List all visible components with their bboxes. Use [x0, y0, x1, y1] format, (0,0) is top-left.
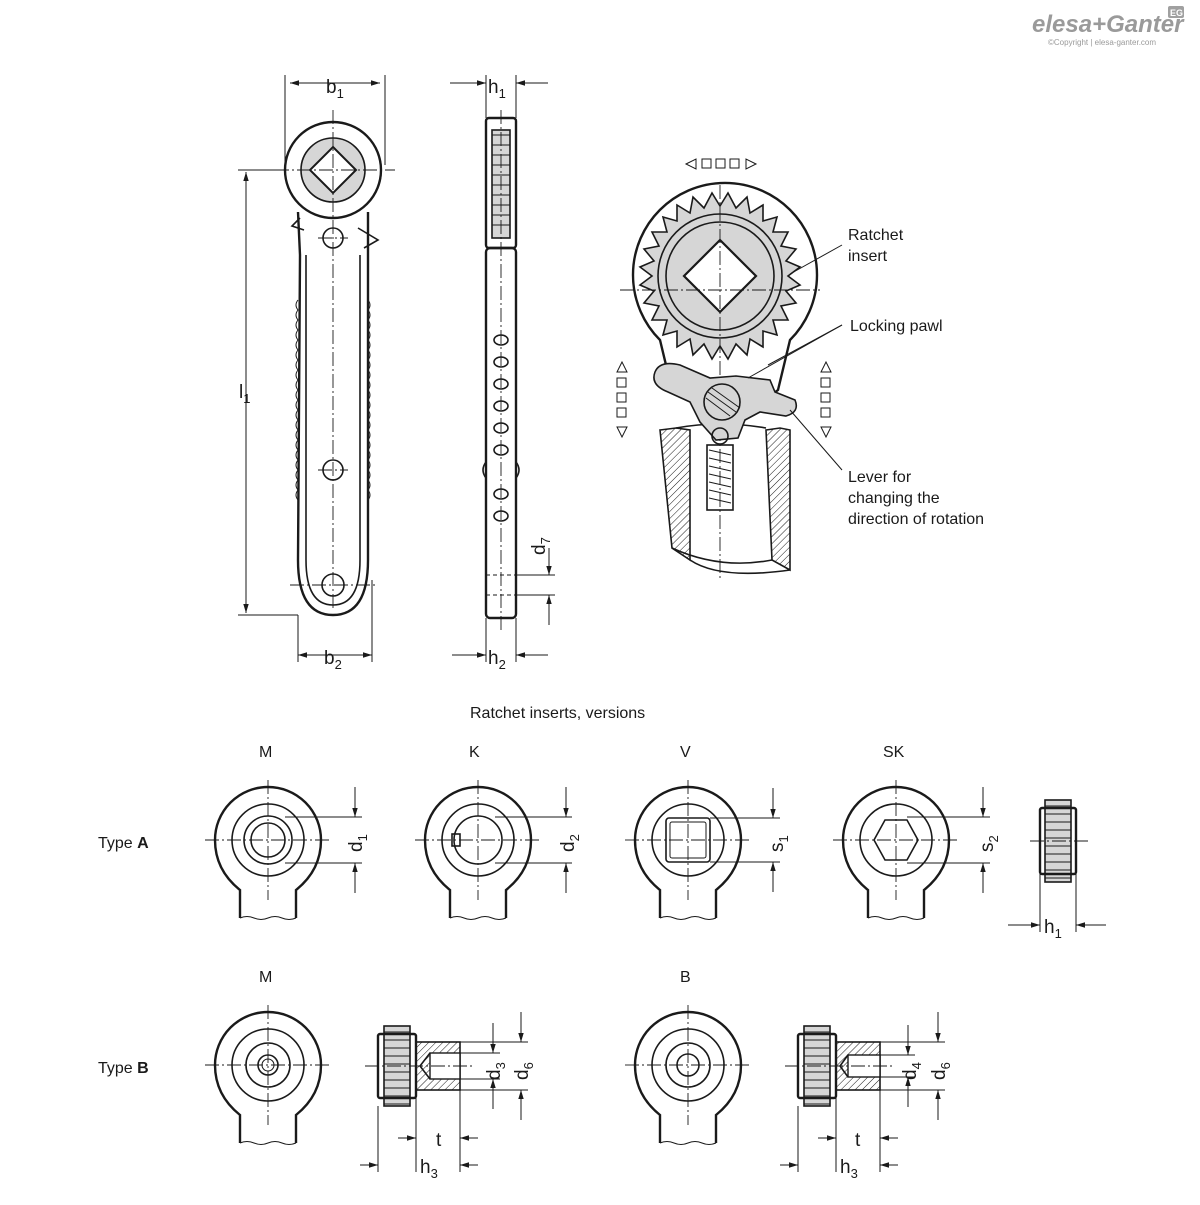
callout-lever: Lever for changing the direction of rota…: [848, 469, 984, 528]
type-b-row: Type B M B: [98, 969, 953, 1181]
dim-d7: d7: [529, 537, 553, 555]
insert-b-m: [205, 1005, 330, 1145]
version-label-k: K: [469, 744, 480, 761]
insert-a-v: s1: [625, 780, 791, 920]
dim-l1: l1: [239, 382, 250, 406]
dim-s2: s2: [977, 835, 1001, 852]
version-label-m: M: [259, 744, 272, 761]
wrench-front-view: b1 b2 l1: [238, 75, 395, 672]
rotation-arrow-top: [684, 158, 758, 170]
insert-b-b: [625, 1005, 750, 1145]
ratchet-detail-view: Ratchet insert Locking pawl Lever for ch…: [616, 158, 984, 580]
dim-b2: b2: [324, 648, 342, 672]
dim-h3-b: h3: [840, 1157, 858, 1181]
dim-d2: d2: [558, 834, 582, 852]
dim-h1-insert: h1: [1044, 917, 1062, 941]
insert-b-b-section: d4 d6 t h3: [780, 1012, 953, 1181]
insert-a-m: d1: [205, 780, 370, 920]
dim-d3: d3: [484, 1062, 508, 1080]
dim-h2: h2: [488, 648, 506, 672]
section-title: Ratchet inserts, versions: [470, 705, 645, 722]
version-label-sk: SK: [883, 744, 905, 761]
logo-badge: EG: [1170, 8, 1183, 18]
logo-badge-box: [1168, 6, 1184, 18]
type-a-label: Type A: [98, 835, 149, 852]
insert-b-m-section: d3 d6 t h3: [360, 1012, 536, 1181]
type-a-row: Type A M K V SK d1: [98, 744, 1106, 941]
dim-s1: s1: [767, 835, 791, 852]
rotation-arrow-left: [616, 360, 628, 439]
rotation-arrow-right: [820, 360, 832, 439]
version-label-b-m: M: [259, 969, 272, 986]
direction-lever: [653, 362, 798, 441]
dim-d1: d1: [346, 834, 370, 852]
type-b-label: Type B: [98, 1060, 149, 1077]
wrench-side-view: h1 h2 d7: [450, 75, 555, 672]
copyright-text: ©Copyright | elesa-ganter.com: [1048, 38, 1156, 47]
dim-t-b: t: [855, 1130, 861, 1151]
dim-h3-a: h3: [420, 1157, 438, 1181]
callout-ratchet-insert: Ratchet insert: [848, 227, 908, 265]
brand-logo: elesa+Ganter EG ©Copyright | elesa-gante…: [1032, 6, 1185, 47]
callout-locking-pawl: Locking pawl: [850, 318, 943, 335]
dim-h1: h1: [488, 77, 506, 101]
insert-a-sk: s2: [833, 780, 1001, 920]
insert-a-k: d2: [415, 780, 582, 920]
dim-t-a: t: [436, 1130, 442, 1151]
version-label-b-b: B: [680, 969, 691, 986]
dim-d4: d4: [900, 1062, 924, 1080]
dim-d6-b: d6: [929, 1062, 953, 1080]
dim-d6-a: d6: [512, 1062, 536, 1080]
insert-side-view: h1: [1008, 799, 1106, 941]
wrench-handle: [296, 211, 370, 617]
version-label-v: V: [680, 744, 691, 761]
dim-b1: b1: [326, 77, 344, 101]
logo-text: elesa+Ganter: [1032, 11, 1185, 38]
